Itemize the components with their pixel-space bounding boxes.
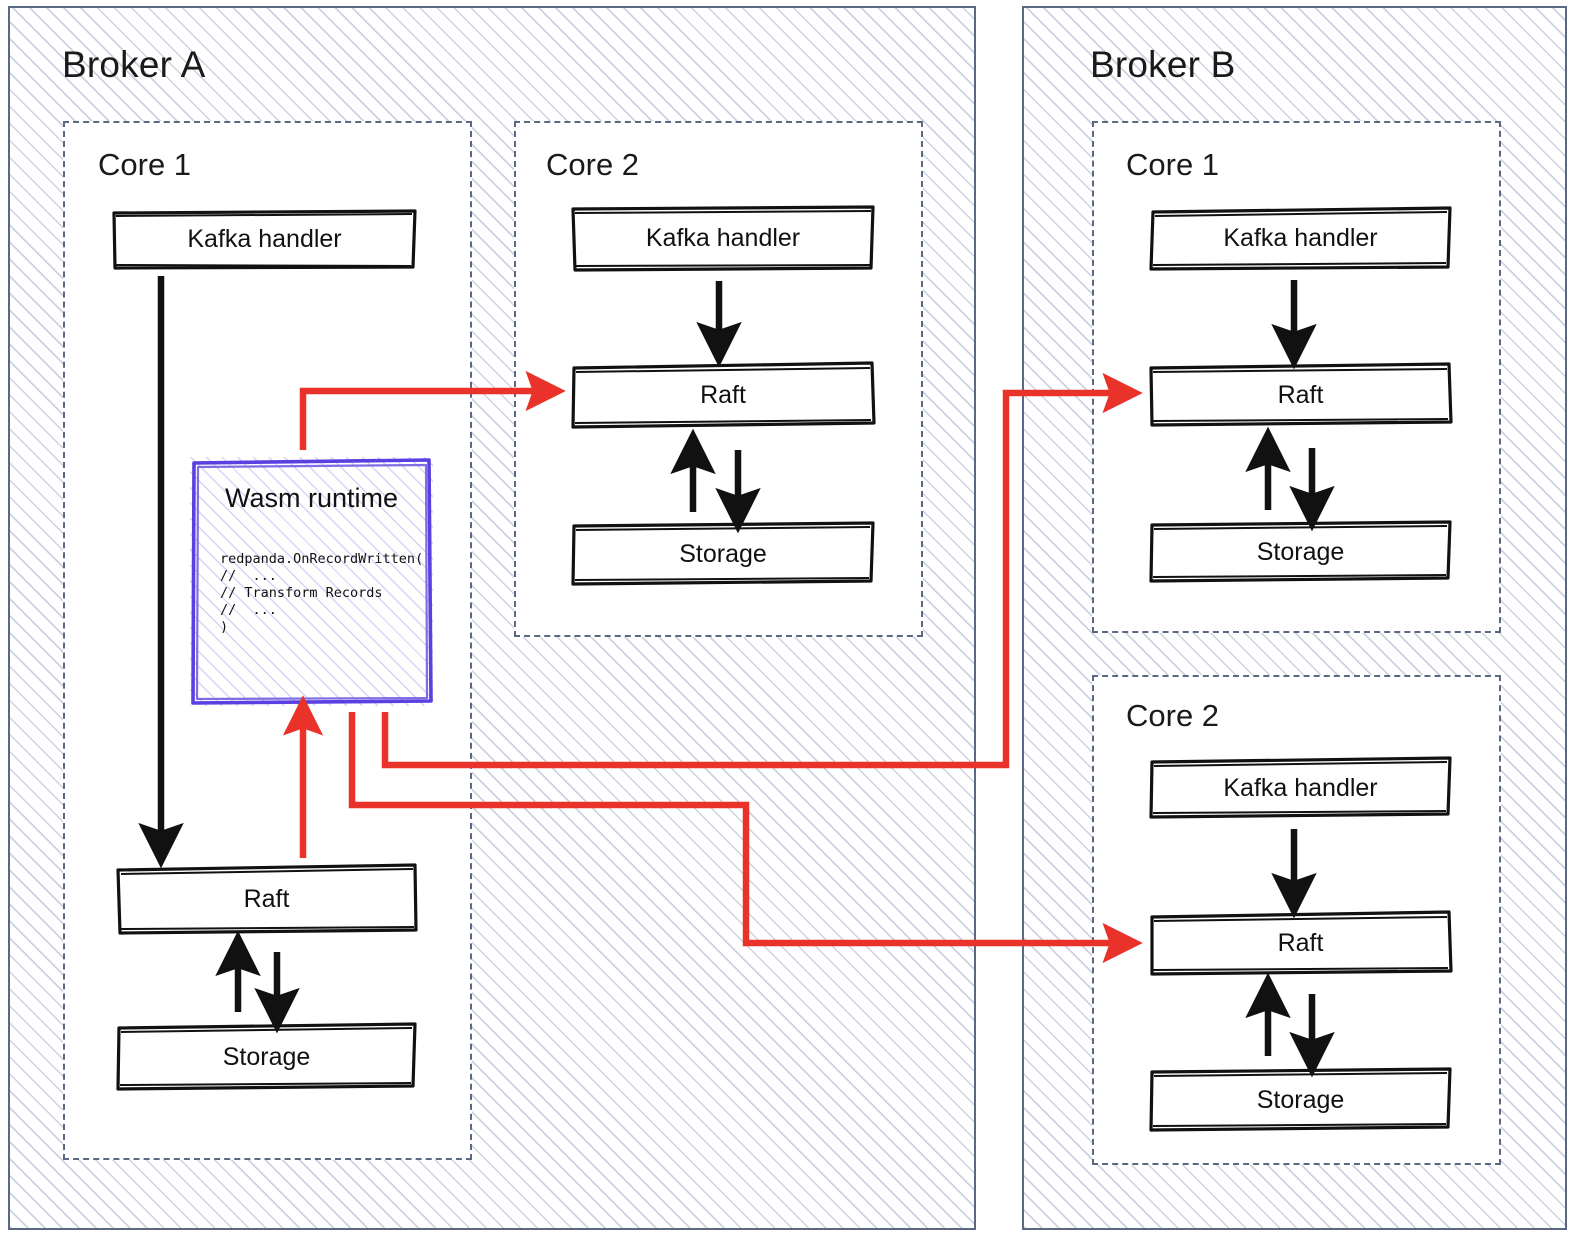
broker-b-core-1-raft-box[interactable]: Raft: [1148, 362, 1453, 428]
broker-b-core-1-title: Core 1: [1126, 147, 1220, 182]
broker-a-title: Broker A: [62, 44, 206, 85]
broker-b-core-2-raft-label: Raft: [1277, 928, 1324, 957]
broker-a-core-2-raft-label: Raft: [700, 380, 746, 409]
sketch-border: [1149, 362, 1453, 427]
broker-b-core-2-storage-label: Storage: [1256, 1085, 1345, 1114]
broker-a-core-1-kafka-handler-label: Kafka handler: [187, 224, 342, 253]
broker-a-core-2-storage-box[interactable]: Storage: [570, 521, 876, 587]
broker-b-title: Broker B: [1090, 44, 1236, 85]
broker-b-core-2-storage-box[interactable]: Storage: [1148, 1066, 1453, 1134]
broker-b-core-1-storage-box[interactable]: Storage: [1148, 520, 1453, 584]
sketch-border: [112, 209, 417, 270]
broker-a-core-1-kafka-handler-box[interactable]: Kafka handler: [112, 208, 417, 270]
broker-b-core-2-title: Core 2: [1126, 698, 1220, 733]
broker-a-core-2-kafka-handler-box[interactable]: Kafka handler: [570, 204, 876, 272]
broker-b-core-1-raft-label: Raft: [1277, 380, 1324, 409]
broker-b-core-1-storage-label: Storage: [1256, 537, 1345, 566]
broker-a-core-2-kafka-handler-label: Kafka handler: [645, 223, 801, 252]
broker-b-core-2-kafka-handler-box[interactable]: Kafka handler: [1148, 756, 1453, 820]
broker-a-core-1-storage-box[interactable]: Storage: [115, 1022, 418, 1092]
broker-a-core-1-raft-box[interactable]: Raft: [115, 862, 418, 936]
broker-b-core-2-raft-box[interactable]: Raft: [1148, 909, 1453, 977]
broker-a-core-2-title: Core 2: [546, 147, 640, 182]
broker-a-core-1-raft-label: Raft: [243, 884, 290, 913]
broker-a-core-1-storage-label: Storage: [222, 1042, 311, 1071]
broker-b-core-1-kafka-handler-box[interactable]: Kafka handler: [1148, 205, 1453, 271]
broker-a-core-2-storage-label: Storage: [679, 539, 767, 568]
sketch-border: [571, 205, 875, 272]
sketch-border: [1149, 206, 1452, 271]
broker-b-core-1-kafka-handler-label: Kafka handler: [1223, 223, 1378, 252]
sketch-border: [1149, 756, 1452, 819]
sketch-border: [1150, 910, 1453, 976]
broker-b-core-2-kafka-handler-label: Kafka handler: [1223, 773, 1378, 802]
wasm-runtime-code: redpanda.OnRecordWritten( // ... // Tran…: [220, 551, 424, 635]
broker-a-core-1-title: Core 1: [98, 147, 192, 182]
wasm-runtime-box[interactable]: Wasm runtime redpanda.OnRecordWritten( /…: [190, 457, 433, 706]
broker-a-core-2-raft-box[interactable]: Raft: [570, 360, 876, 430]
wasm-runtime-title: Wasm runtime: [224, 483, 399, 513]
